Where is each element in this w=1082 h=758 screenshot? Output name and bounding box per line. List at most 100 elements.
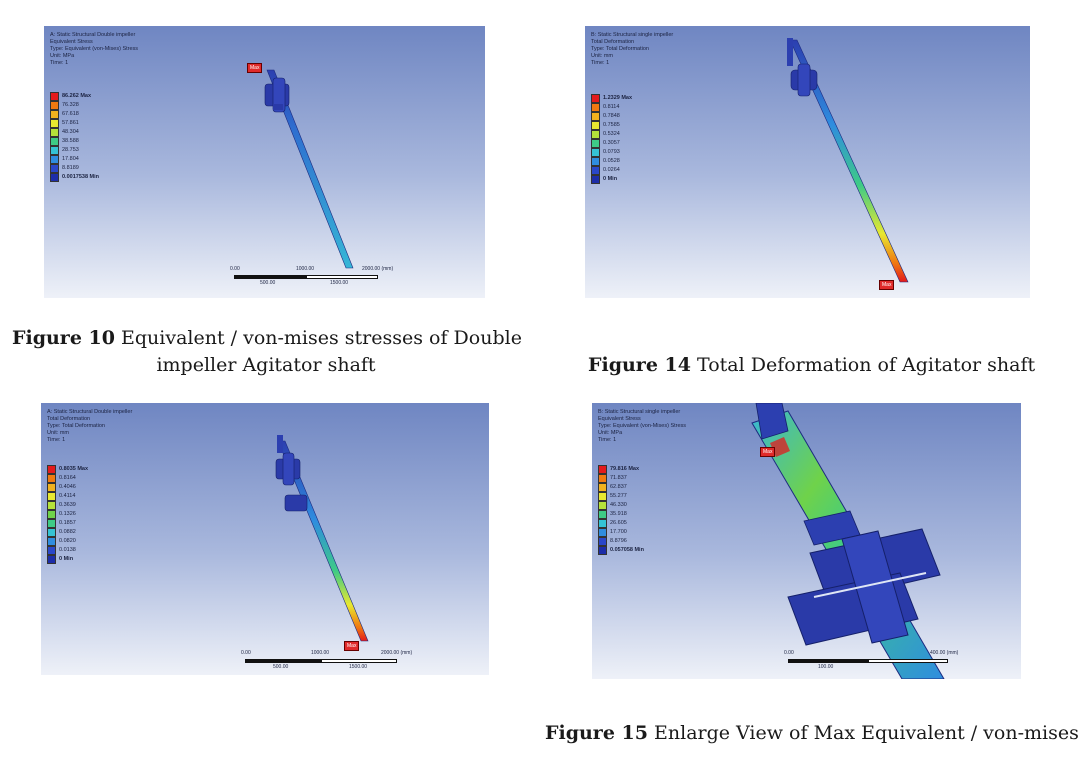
legend-swatch <box>47 483 56 492</box>
scale-label: 1000.00 <box>311 650 330 656</box>
scale-label: 0.00 <box>230 266 240 272</box>
legend-label: 26.605 <box>610 520 627 526</box>
header-line: Time: 1 <box>598 437 617 443</box>
legend-swatch <box>598 474 607 483</box>
scale-label: 400.00 (mm) <box>930 650 959 656</box>
header-line: Type: Total Deformation <box>47 423 105 429</box>
header-line: Equivalent Stress <box>50 39 93 45</box>
figure-15-header: B: Static Structural single impeller Equ… <box>598 409 686 444</box>
legend-label: 76.328 <box>62 102 79 108</box>
legend-label: 0.0138 <box>59 547 76 553</box>
legend-swatch <box>47 528 56 537</box>
scale-label: 100.00 <box>818 664 834 670</box>
legend-label: 0.1326 <box>59 511 76 517</box>
header-line: Type: Total Deformation <box>591 46 649 52</box>
legend-label: 0.7585 <box>603 122 620 128</box>
header-line: B: Static Structural single impeller <box>598 409 681 415</box>
header-line: A: Static Structural Double impeller <box>50 32 136 38</box>
legend-swatch <box>598 501 607 510</box>
legend-label: 55.277 <box>610 493 627 499</box>
legend-label: 62.837 <box>610 484 627 490</box>
scale-bar: 0.00 1000.00 2000.00 (mm) 500.00 1500.00 <box>230 264 394 286</box>
legend-label: 17.700 <box>610 529 627 535</box>
legend-swatch <box>591 121 600 130</box>
caption-text: Total Deformation of Agitator shaft <box>690 354 1036 376</box>
legend-swatch <box>50 128 59 137</box>
legend-swatch <box>47 474 56 483</box>
legend-label: 0.7848 <box>603 113 620 119</box>
legend-swatch <box>598 510 607 519</box>
scale-label: 1500.00 <box>330 280 349 286</box>
legend-label: 71.837 <box>610 475 627 481</box>
legend-label: 0.057058 Min <box>610 547 644 553</box>
legend-label: 28.753 <box>62 147 79 153</box>
legend-swatch <box>591 175 600 184</box>
legend-swatch <box>50 164 59 173</box>
scale-label: 2000.00 (mm) <box>362 266 394 272</box>
figure-14-image: B: Static Structural single impeller Tot… <box>585 26 1030 298</box>
legend-label: 0.4046 <box>59 484 76 490</box>
max-marker: Max <box>879 280 895 290</box>
figure-10-image: A: Static Structural Double impeller Equ… <box>44 26 485 298</box>
legend-label: 35.918 <box>610 511 627 517</box>
scale-label: 2000.00 (mm) <box>381 650 413 656</box>
figure-label: Figure 15 <box>545 722 648 744</box>
caption-text: impeller Agitator shaft <box>156 354 376 376</box>
header-line: Time: 1 <box>591 60 610 66</box>
legend-swatch <box>47 519 56 528</box>
legend-swatch <box>47 501 56 510</box>
header-line: A: Static Structural Double impeller <box>47 409 133 415</box>
legend-label: 0 Min <box>59 556 74 562</box>
header-line: Equivalent Stress <box>598 416 641 422</box>
legend-label: 0.1857 <box>59 520 76 526</box>
header-line: Type: Equivalent (von-Mises) Stress <box>50 46 139 52</box>
header-line: B: Static Structural single impeller <box>591 32 674 38</box>
header-line: Unit: MPa <box>50 53 75 59</box>
legend-label: 0.0820 <box>59 538 76 544</box>
legend-label: 17.804 <box>62 156 79 162</box>
scale-label: 1500.00 <box>349 664 368 670</box>
legend-swatch <box>591 103 600 112</box>
legend-label: 0.0017538 Min <box>62 174 99 180</box>
scale-label: 1000.00 <box>296 266 315 272</box>
legend-swatch <box>598 546 607 555</box>
double-impeller-shaft-model <box>275 435 369 642</box>
legend-label: 0.0882 <box>59 529 76 535</box>
enlarged-shaft-model <box>751 403 945 679</box>
scale-label: 500.00 <box>260 280 276 286</box>
scale-label: 500.00 <box>273 664 289 670</box>
legend-swatch <box>598 465 607 474</box>
figure-header: A: Static Structural Double impeller Tot… <box>47 409 132 444</box>
scale-bar: 0.00 1000.00 2000.00 (mm) 500.00 1500.00 <box>241 648 413 670</box>
figure-15-image: B: Static Structural single impeller Equ… <box>592 403 1021 679</box>
figure-label: Figure 10 <box>12 327 115 349</box>
legend-swatch <box>50 110 59 119</box>
max-marker: Max <box>344 641 360 651</box>
legend-swatch <box>591 94 600 103</box>
legend-swatch <box>50 119 59 128</box>
legend-label: 79.816 Max <box>610 466 640 472</box>
scale-bar: 0.00 400.00 (mm) 100.00 <box>784 648 974 670</box>
legend-label: 0.3639 <box>59 502 76 508</box>
legend-label: 0.0793 <box>603 149 620 155</box>
legend-swatch <box>50 155 59 164</box>
legend-label: 8.8189 <box>62 165 79 171</box>
legend-label: 57.861 <box>62 120 79 126</box>
legend-label: 48.304 <box>62 129 79 135</box>
legend-swatch <box>598 492 607 501</box>
legend-label: 0.0528 <box>603 158 620 164</box>
legend-label: 86.262 Max <box>62 93 92 99</box>
figure-10-header: A: Static Structural Double impeller Equ… <box>50 32 138 67</box>
header-line: Total Deformation <box>47 416 91 422</box>
legend-label: 0.8035 Max <box>59 466 89 472</box>
figure-deformation-double-image: A: Static Structural Double impeller Tot… <box>41 403 489 675</box>
legend-label: 0.0264 <box>603 167 620 173</box>
header-line: Unit: mm <box>47 430 69 436</box>
legend-label: 67.618 <box>62 111 79 117</box>
caption-text: Equivalent / von-mises stresses of Doubl… <box>114 327 522 349</box>
legend-label: 0.5324 <box>603 131 620 137</box>
figure-10-caption: Figure 10 Equivalent / von-mises stresse… <box>12 325 522 379</box>
legend-swatch <box>50 92 59 101</box>
legend-label: 0.4114 <box>59 493 76 499</box>
legend-swatch <box>50 146 59 155</box>
